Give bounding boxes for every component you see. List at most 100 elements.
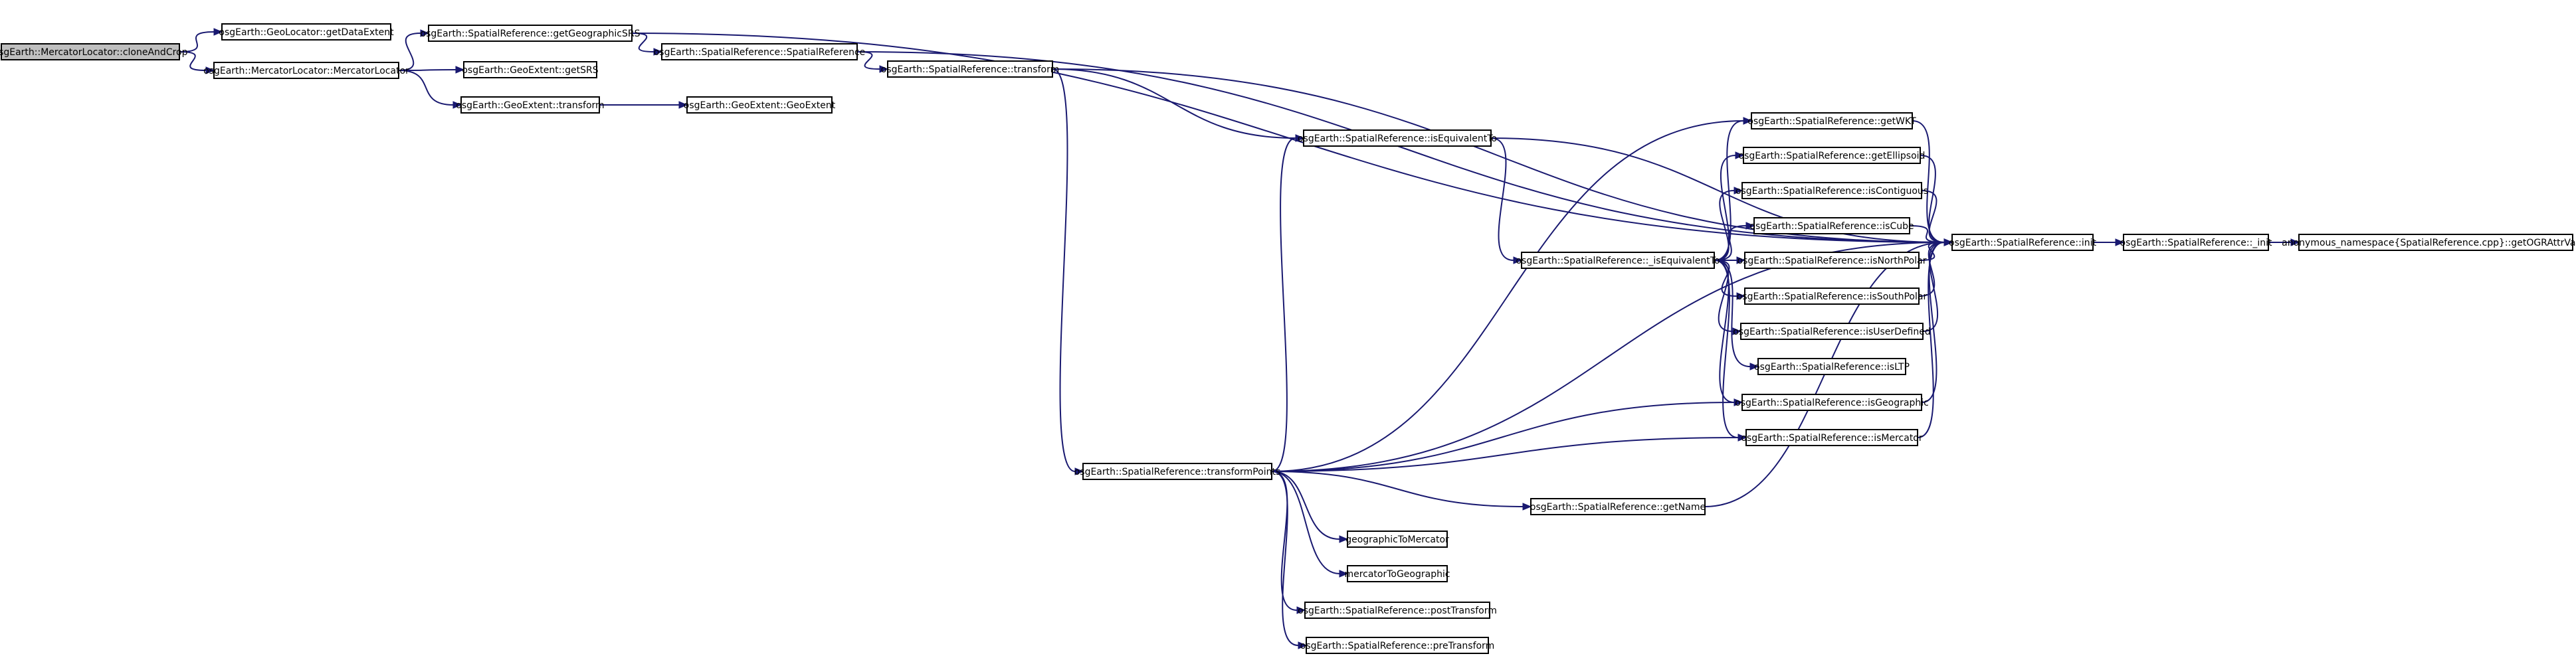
edge-_init-to-getOGRAttrValue: [2268, 238, 2300, 246]
edge-arrowhead: [1339, 535, 1349, 543]
node-spatialreference-getgeographicsrs[interactable]: osgEarth::SpatialReference::getGeographi…: [421, 25, 641, 42]
node-mercatorlocator-ctor[interactable]: osgEarth::MercatorLocator::MercatorLocat…: [203, 62, 409, 79]
node-spatialreference-_isequivalentto[interactable]: osgEarth::SpatialReference::_isEquivalen…: [1516, 252, 1720, 269]
edge-transformPoints-to-isGeographic: [1271, 398, 1743, 472]
node-spatialreference-posttransform[interactable]: osgEarth::SpatialReference::postTransfor…: [1298, 602, 1497, 619]
node-spatialreference-getwkt[interactable]: osgEarth::SpatialReference::getWKT: [1747, 112, 1916, 129]
edge-transformPoints-to-getWKT: [1271, 117, 1753, 472]
edge-isUserDefined-to-init: [1922, 238, 1953, 332]
edge-mercLocator-to-geoTransform: [398, 70, 462, 109]
node-spatialreference-getname[interactable]: osgEarth::SpatialReference::getName: [1530, 498, 1706, 515]
node-label: osgEarth::SpatialReference::getEllipsoid: [1739, 151, 1926, 161]
edge-_isEquivalentTo-to-isLTP: [1714, 260, 1759, 371]
edge-arrowhead: [1735, 151, 1745, 159]
node-mercatortogeographic[interactable]: mercatorToGeographic: [1344, 565, 1450, 582]
node-label: osgEarth::SpatialReference::_isEquivalen…: [1516, 256, 1720, 266]
node-spatialreference-iscube[interactable]: osgEarth::SpatialReference::isCube: [1749, 217, 1914, 234]
edge-arrowhead: [213, 28, 223, 36]
node-label: osgEarth::MercatorLocator::cloneAndCrop: [0, 47, 188, 58]
node-spatialreference-init[interactable]: osgEarth::SpatialReference::init: [1949, 234, 2097, 251]
node-spatialreference-transform[interactable]: osgEarth::SpatialReference::transform: [881, 60, 1060, 78]
node-spatialreference-ctor[interactable]: osgEarth::SpatialReference::SpatialRefer…: [654, 43, 866, 60]
edge-arrowhead: [1943, 238, 1953, 246]
edge-transformPoints-to-isEquivalentTo: [1271, 134, 1305, 472]
edge-_isEquivalentTo-to-isSouthPolar: [1714, 260, 1746, 300]
edge-arrowhead: [1749, 363, 1759, 371]
node-spatialreference-isnorthpolar[interactable]: osgEarth::SpatialReference::isNorthPolar: [1737, 252, 1927, 269]
edge-_isEquivalentTo-to-isContiguous: [1714, 187, 1743, 261]
node-label: osgEarth::SpatialReference::isUserDefine…: [1733, 327, 1931, 337]
edge-arrowhead: [653, 48, 663, 56]
node-label: osgEarth::SpatialReference::isEquivalent…: [1298, 133, 1497, 144]
node-label: osgEarth::GeoExtent::GeoExtent: [684, 100, 836, 111]
node-label: anonymous_namespace{SpatialReference.cpp…: [2282, 238, 2576, 248]
edge-transformPoints-to-mercatorToGeographic: [1271, 471, 1349, 578]
edge-_isEquivalentTo-to-isCube: [1714, 222, 1755, 261]
node-label: osgEarth::SpatialReference::isMercator: [1741, 433, 1923, 444]
edge-getGeographicSRS-to-srsCtor: [631, 33, 663, 56]
edge-arrowhead: [2290, 238, 2300, 246]
node-geoextent-ctor[interactable]: osgEarth::GeoExtent::GeoExtent: [684, 96, 836, 114]
node-spatialreference-pretransform[interactable]: osgEarth::SpatialReference::preTransform: [1300, 637, 1494, 654]
node-label: osgEarth::GeoExtent::getSRS: [462, 65, 598, 76]
node-geolocator-getdataextent[interactable]: osgEarth::GeoLocator::getDataExtent: [219, 23, 394, 41]
edge-arrowhead: [205, 66, 215, 74]
edge-_isEquivalentTo-to-isMercator: [1714, 260, 1747, 442]
edge-arrowhead: [420, 29, 430, 37]
edge-arrowhead: [1743, 117, 1753, 125]
edge-root-to-getDataExtent: [179, 28, 223, 52]
node-label: osgEarth::MercatorLocator::MercatorLocat…: [203, 66, 409, 76]
node-label: osgEarth::GeoLocator::getDataExtent: [219, 27, 394, 38]
node-spatialreference-ismercator[interactable]: osgEarth::SpatialReference::isMercator: [1741, 429, 1923, 446]
edge-arrowhead: [1736, 256, 1746, 264]
edge-geoTransform-to-geoExtent: [599, 101, 688, 109]
node-label: geographicToMercator: [1345, 535, 1449, 545]
edge-arrowhead: [1734, 398, 1743, 406]
edge-transformPoints-to-preTransform: [1271, 471, 1308, 649]
node-geoextent-getsrs[interactable]: osgEarth::GeoExtent::getSRS: [462, 61, 599, 78]
edge-init-to-_init: [2093, 238, 2125, 246]
node-spatialreference-isuserdefined[interactable]: osgEarth::SpatialReference::isUserDefine…: [1733, 323, 1931, 340]
edge-srsTransform-to-transformPoints: [1052, 68, 1084, 475]
edge-arrowhead: [1339, 570, 1349, 578]
node-spatialreference-isltp[interactable]: osgEarth::SpatialReference::isLTP: [1754, 358, 1910, 375]
edge-transformPoints-to-isMercator: [1271, 434, 1747, 472]
edge-arrowhead: [678, 101, 688, 109]
edge-arrowhead: [1522, 503, 1532, 511]
edge-_isEquivalentTo-to-isNorthPolar: [1714, 256, 1746, 264]
call-nodes: osgEarth::MercatorLocator::cloneAndCrop …: [0, 23, 2576, 654]
node-label: osgEarth::SpatialReference::postTransfor…: [1298, 606, 1497, 616]
edge-arrowhead: [1074, 467, 1084, 475]
node-label: osgEarth::SpatialReference::getName: [1530, 502, 1706, 513]
edge-root-to-mercLocator: [179, 51, 215, 74]
edge-transformPoints-to-getName: [1271, 471, 1532, 511]
edge-arrowhead: [1734, 187, 1743, 195]
node-geographictomercator[interactable]: geographicToMercator: [1345, 531, 1449, 548]
node-label: osgEarth::SpatialReference::_init: [2120, 238, 2273, 248]
node-spatialreference-transformpoints[interactable]: osgEarth::SpatialReference::transformPoi…: [1074, 463, 1281, 480]
node-label: osgEarth::SpatialReference::preTransform: [1300, 641, 1494, 651]
node-label: osgEarth::SpatialReference::isCube: [1749, 221, 1914, 232]
edge-arrowhead: [1513, 256, 1523, 264]
node-label: osgEarth::SpatialReference::init: [1949, 238, 2097, 248]
edge-arrowhead: [1736, 292, 1746, 300]
node-spatialreference-iscontiguous[interactable]: osgEarth::SpatialReference::isContiguous: [1735, 182, 1928, 199]
node-label: osgEarth::SpatialReference::isGeographic: [1735, 398, 1929, 408]
node-label: osgEarth::SpatialReference::transformPoi…: [1074, 467, 1281, 477]
edge-arrowhead: [2115, 238, 2125, 246]
node-spatialreference-isgeographic[interactable]: osgEarth::SpatialReference::isGeographic: [1735, 394, 1929, 411]
node-geoextent-transform[interactable]: osgEarth::GeoExtent::transform: [456, 96, 605, 114]
node-spatialreference-getellipsoid[interactable]: osgEarth::SpatialReference::getEllipsoid: [1739, 147, 1926, 164]
node-label: osgEarth::SpatialReference::isNorthPolar: [1737, 256, 1927, 266]
node-getograttrvalue[interactable]: anonymous_namespace{SpatialReference.cpp…: [2282, 234, 2576, 251]
edge-arrowhead: [1732, 327, 1742, 335]
node-spatialreference-isequivalentto[interactable]: osgEarth::SpatialReference::isEquivalent…: [1298, 129, 1497, 147]
node-mercatorlocator-cloneandcrop[interactable]: osgEarth::MercatorLocator::cloneAndCrop: [0, 43, 188, 60]
node-label: osgEarth::SpatialReference::getGeographi…: [421, 29, 641, 39]
node-spatialreference-_init[interactable]: osgEarth::SpatialReference::_init: [2120, 234, 2273, 251]
node-label: osgEarth::SpatialReference::transform: [881, 64, 1060, 75]
edge-arrowhead: [1298, 641, 1308, 649]
node-label: osgEarth::SpatialReference::getWKT: [1747, 116, 1916, 127]
node-spatialreference-issouthpolar[interactable]: osgEarth::SpatialReference::isSouthPolar: [1737, 288, 1928, 305]
